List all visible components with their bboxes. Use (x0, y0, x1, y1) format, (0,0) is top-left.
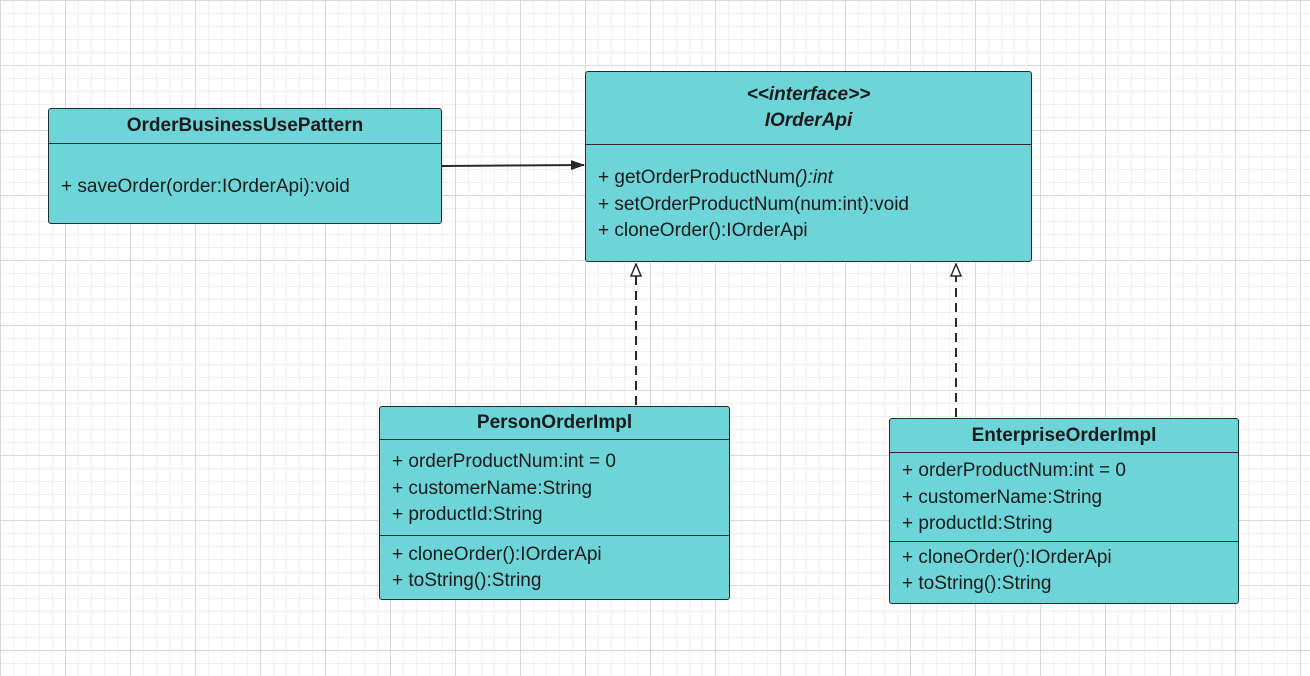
operations-section: + cloneOrder():IOrderApi + toString():St… (380, 534, 729, 595)
attribute-item: + orderProductNum:int = 0 (902, 460, 1126, 481)
class-enterprise-order-impl[interactable]: EnterpriseOrderImpl + orderProductNum:in… (889, 418, 1239, 604)
operation-item: + getOrderProductNum():int (598, 165, 1019, 192)
association-arrow (441, 160, 585, 171)
attribute-item: + productId:String (902, 513, 1053, 534)
operation-item: + setOrderProductNum(num:int):void (598, 193, 909, 215)
operation-item: + toString():String (392, 570, 542, 591)
operations-section: + getOrderProductNum():int + setOrderPro… (586, 145, 1031, 245)
interface-name: IOrderApi (764, 110, 853, 131)
operation-item: + toString():String (902, 573, 1052, 594)
class-name-header: OrderBusinessUsePattern (49, 109, 441, 144)
operation-item: + cloneOrder():IOrderApi (902, 546, 1112, 568)
class-name: OrderBusinessUsePattern (126, 115, 364, 136)
attribute-item: + customerName:String (902, 486, 1103, 508)
stereotype-label: <<interface>> (746, 84, 871, 105)
class-order-business-use-pattern[interactable]: OrderBusinessUsePattern + saveOrder(orde… (48, 108, 442, 224)
class-person-order-impl[interactable]: PersonOrderImpl + orderProductNum:int = … (379, 406, 730, 600)
operations-section: + cloneOrder():IOrderApi + toString():St… (890, 540, 1238, 598)
attributes-section: + orderProductNum:int = 0 + customerName… (890, 453, 1238, 541)
attributes-section: + orderProductNum:int = 0 + customerName… (380, 440, 729, 535)
attribute-item: + customerName:String (392, 477, 593, 499)
operation-suffix: ():int (794, 167, 833, 188)
operation-item: + cloneOrder():IOrderApi (392, 543, 602, 565)
interface-header: <<interface>> IOrderApi (586, 72, 1031, 145)
operation-item: + cloneOrder():IOrderApi (598, 220, 808, 241)
class-name-header: PersonOrderImpl (380, 407, 729, 440)
operation-item: + saveOrder(order:IOrderApi):void (61, 176, 350, 197)
class-name: EnterpriseOrderImpl (971, 424, 1157, 446)
interface-iorder-api[interactable]: <<interface>> IOrderApi + getOrderProduc… (585, 71, 1032, 262)
operations-section: + saveOrder(order:IOrderApi):void (49, 144, 441, 201)
class-name-header: EnterpriseOrderImpl (890, 419, 1238, 453)
class-name: PersonOrderImpl (476, 412, 633, 433)
operation-prefix: + getOrderProductNum (598, 167, 795, 188)
attribute-item: + orderProductNum:int = 0 (392, 451, 616, 472)
attribute-item: + productId:String (392, 504, 543, 525)
